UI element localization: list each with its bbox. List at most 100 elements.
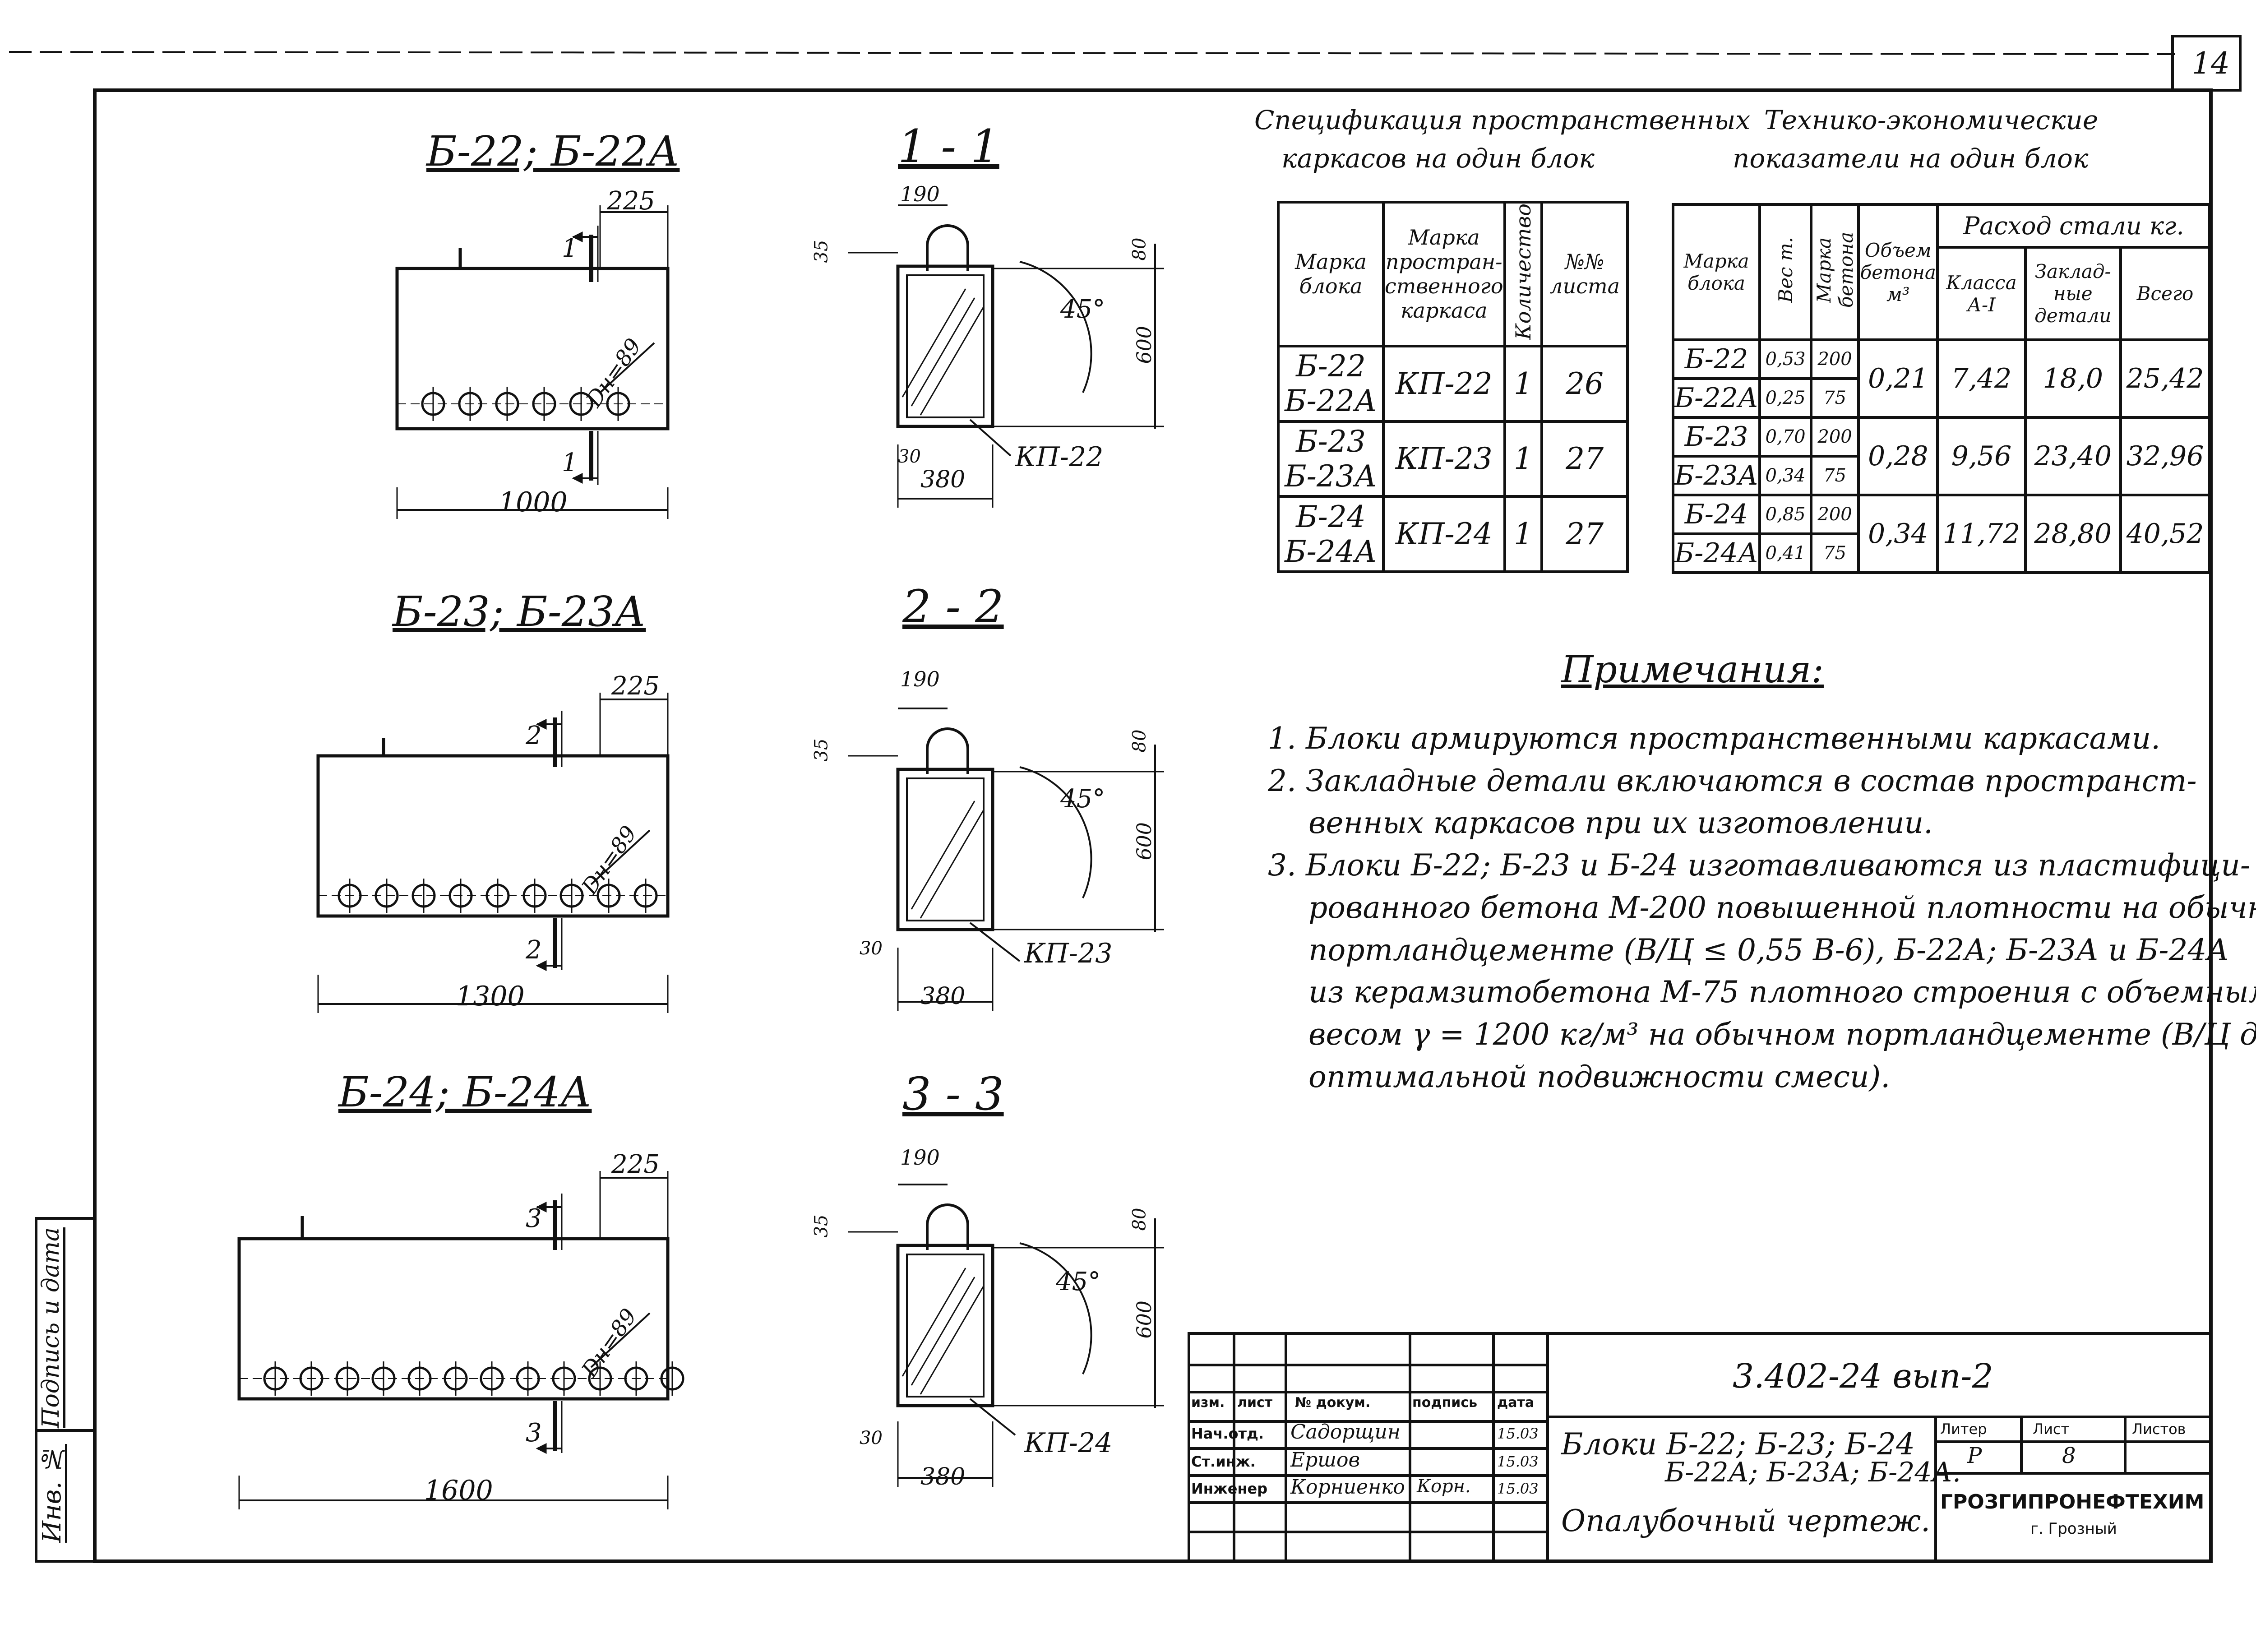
tech-row: Б-24А 0,41 75 [1671, 532, 2210, 574]
tb-role: Нач.отд. [1191, 1425, 1264, 1442]
spec-cell-qty: 1 [1503, 420, 1544, 498]
tech-header-volume: Объем бетона м³ [1857, 203, 1939, 341]
section-mark-3b: 3 [526, 1418, 542, 1448]
tech-header-embedded: Заклад-ные детали [2024, 246, 2122, 341]
tech-title-line2: показатели на один блок [1733, 143, 2089, 174]
elevation-view-b24 [237, 1171, 670, 1509]
section-3-top-dim: 80 [1129, 1208, 1150, 1231]
tech-cell-block: Б-23 [1671, 416, 1761, 458]
doc-code: 3.402-24 вып-2 [1733, 1357, 1993, 1396]
tech-cell-block: Б-22А [1671, 377, 1761, 419]
tech-cell-grade: 200 [1809, 494, 1860, 535]
hole-row-group [263, 387, 684, 1396]
tech-cell-grade: 75 [1809, 455, 1860, 496]
offset-dim-1: 225 [607, 186, 655, 216]
notes-title: Примечания: [1561, 648, 1824, 691]
tech-cell-block: Б-24 [1671, 494, 1761, 535]
offset-dim-3: 225 [611, 1150, 660, 1179]
tb-name: Садорщин [1290, 1421, 1401, 1444]
page-number: 14 [2192, 46, 2230, 81]
spec-header-qty: Количество [1503, 201, 1544, 347]
tech-header-class: Класса А-I [1936, 246, 2027, 341]
margin-signature-label: Подпись и дата [37, 1227, 65, 1428]
tech-cell-volume: 0,28 [1857, 416, 1939, 496]
note-line: весом γ = 1200 кг/м³ на обычном портланд… [1308, 1017, 2256, 1052]
page-number-box [2171, 35, 2242, 92]
tech-cell-embedded: 18,0 [2024, 338, 2122, 419]
note-line: 1. Блоки армируются пространственными ка… [1268, 721, 2161, 756]
section-mark-2a: 2 [526, 721, 542, 750]
spec-header-frame: Марка простран-ственного каркаса [1382, 201, 1506, 347]
note-line: 3. Блоки Б-22; Б-23 и Б-24 изготавливают… [1268, 848, 2251, 883]
spec-cell-sheet: 27 [1540, 420, 1629, 498]
section-title-2: 2 - 2 [902, 580, 1004, 633]
tech-cell-class: 9,56 [1936, 416, 2027, 496]
section-3-angle: 45° [1056, 1267, 1101, 1296]
note-line: оптимальной подвижности смеси). [1308, 1059, 1891, 1094]
section-title-3: 3 - 3 [902, 1068, 1004, 1120]
length-dim-1: 1000 [499, 486, 568, 518]
tech-cell-volume: 0,21 [1857, 338, 1939, 419]
section-3-width: 380 [920, 1463, 966, 1490]
spec-title-line1: Спецификация пространственных [1254, 105, 1751, 135]
spec-table: Марка блока Марка простран-ственного кар… [1277, 201, 1629, 573]
section-mark-1a: 1 [562, 234, 578, 263]
tech-header-block: Марка блока [1671, 203, 1761, 341]
tech-cell-class: 11,72 [1936, 494, 2027, 574]
tb-sheet-value: 8 [2062, 1443, 2076, 1468]
tech-header-weight: Вес т. [1758, 203, 1812, 341]
margin-inventory-label: Инв. № [37, 1444, 67, 1543]
note-line: 2. Закладные детали включаются в состав … [1268, 763, 2197, 798]
tb-description-2: Б-22А; Б-23А; Б-24А. [1665, 1457, 1961, 1488]
tb-drawing-name: Опалубочный чертеж. [1561, 1504, 1931, 1538]
note-line: венных каркасов при их изготовлении. [1308, 805, 1933, 841]
tb-header-doc: № докум. [1295, 1395, 1371, 1411]
note-line: из керамзитобетона М-75 плотного строени… [1308, 975, 2256, 1010]
tb-role: Инженер [1191, 1480, 1268, 1497]
tb-date: 15.03 [1497, 1425, 1539, 1442]
tech-cell-class: 7,42 [1936, 338, 2027, 419]
tech-title-line1: Технико-экономические [1764, 105, 2099, 135]
tb-name: Корниенко [1290, 1476, 1405, 1499]
tb-sheets-label: Листов [2132, 1421, 2186, 1438]
section-3-height: 600 [1133, 1300, 1156, 1339]
section-2-height: 600 [1133, 822, 1156, 861]
tech-row: Б-23 0,70 200 0,28 9,56 23,40 32,96 [1671, 416, 2211, 496]
tech-cell-total: 32,96 [2119, 416, 2211, 496]
section-mark-3a: 3 [526, 1204, 542, 1233]
offset-dim-2: 225 [611, 671, 660, 701]
section-1-top-width: 190 [900, 182, 940, 206]
note-line: портландцементе (В/Ц ≤ 0,55 В-6), Б-22А;… [1308, 932, 2229, 967]
cross-section-3 [848, 1184, 1164, 1487]
section-2-left-dim: 35 [811, 738, 832, 762]
tech-cell-weight: 0,41 [1758, 532, 1812, 574]
tech-cell-weight: 0,53 [1758, 338, 1812, 380]
tech-cell-block: Б-23А [1671, 455, 1761, 496]
tech-cell-total: 40,52 [2119, 494, 2211, 574]
section-1-cover: 30 [898, 446, 921, 467]
view-title-b23: Б-23; Б-23А [393, 588, 646, 636]
spec-cell-qty: 1 [1503, 495, 1544, 573]
tech-table: Марка блока Вес т. Марка бетона Объем бе… [1671, 203, 2211, 574]
tech-cell-grade: 200 [1809, 338, 1860, 380]
section-3-cover: 30 [860, 1428, 883, 1448]
tech-cell-weight: 0,85 [1758, 494, 1812, 535]
tech-cell-embedded: 23,40 [2024, 416, 2122, 496]
section-1-height: 600 [1133, 326, 1156, 364]
section-2-width: 380 [920, 983, 966, 1010]
section-1-top-dim: 80 [1129, 237, 1150, 261]
spec-header-sheet: №№ листа [1540, 201, 1629, 347]
tech-row: Б-22 0,53 200 0,21 7,42 18,0 25,42 [1671, 338, 2211, 419]
spec-cell-sheet: 26 [1540, 344, 1629, 423]
tech-cell-block: Б-24А [1671, 532, 1761, 574]
tech-cell-embedded: 28,80 [2024, 494, 2122, 574]
spec-title-line2: каркасов на один блок [1281, 143, 1595, 174]
tb-org-city: г. Грозный [2030, 1520, 2117, 1538]
spec-cell-frame: КП-23 [1382, 420, 1506, 498]
length-dim-3: 1600 [424, 1475, 493, 1506]
spec-cell-sheet: 27 [1540, 495, 1629, 573]
